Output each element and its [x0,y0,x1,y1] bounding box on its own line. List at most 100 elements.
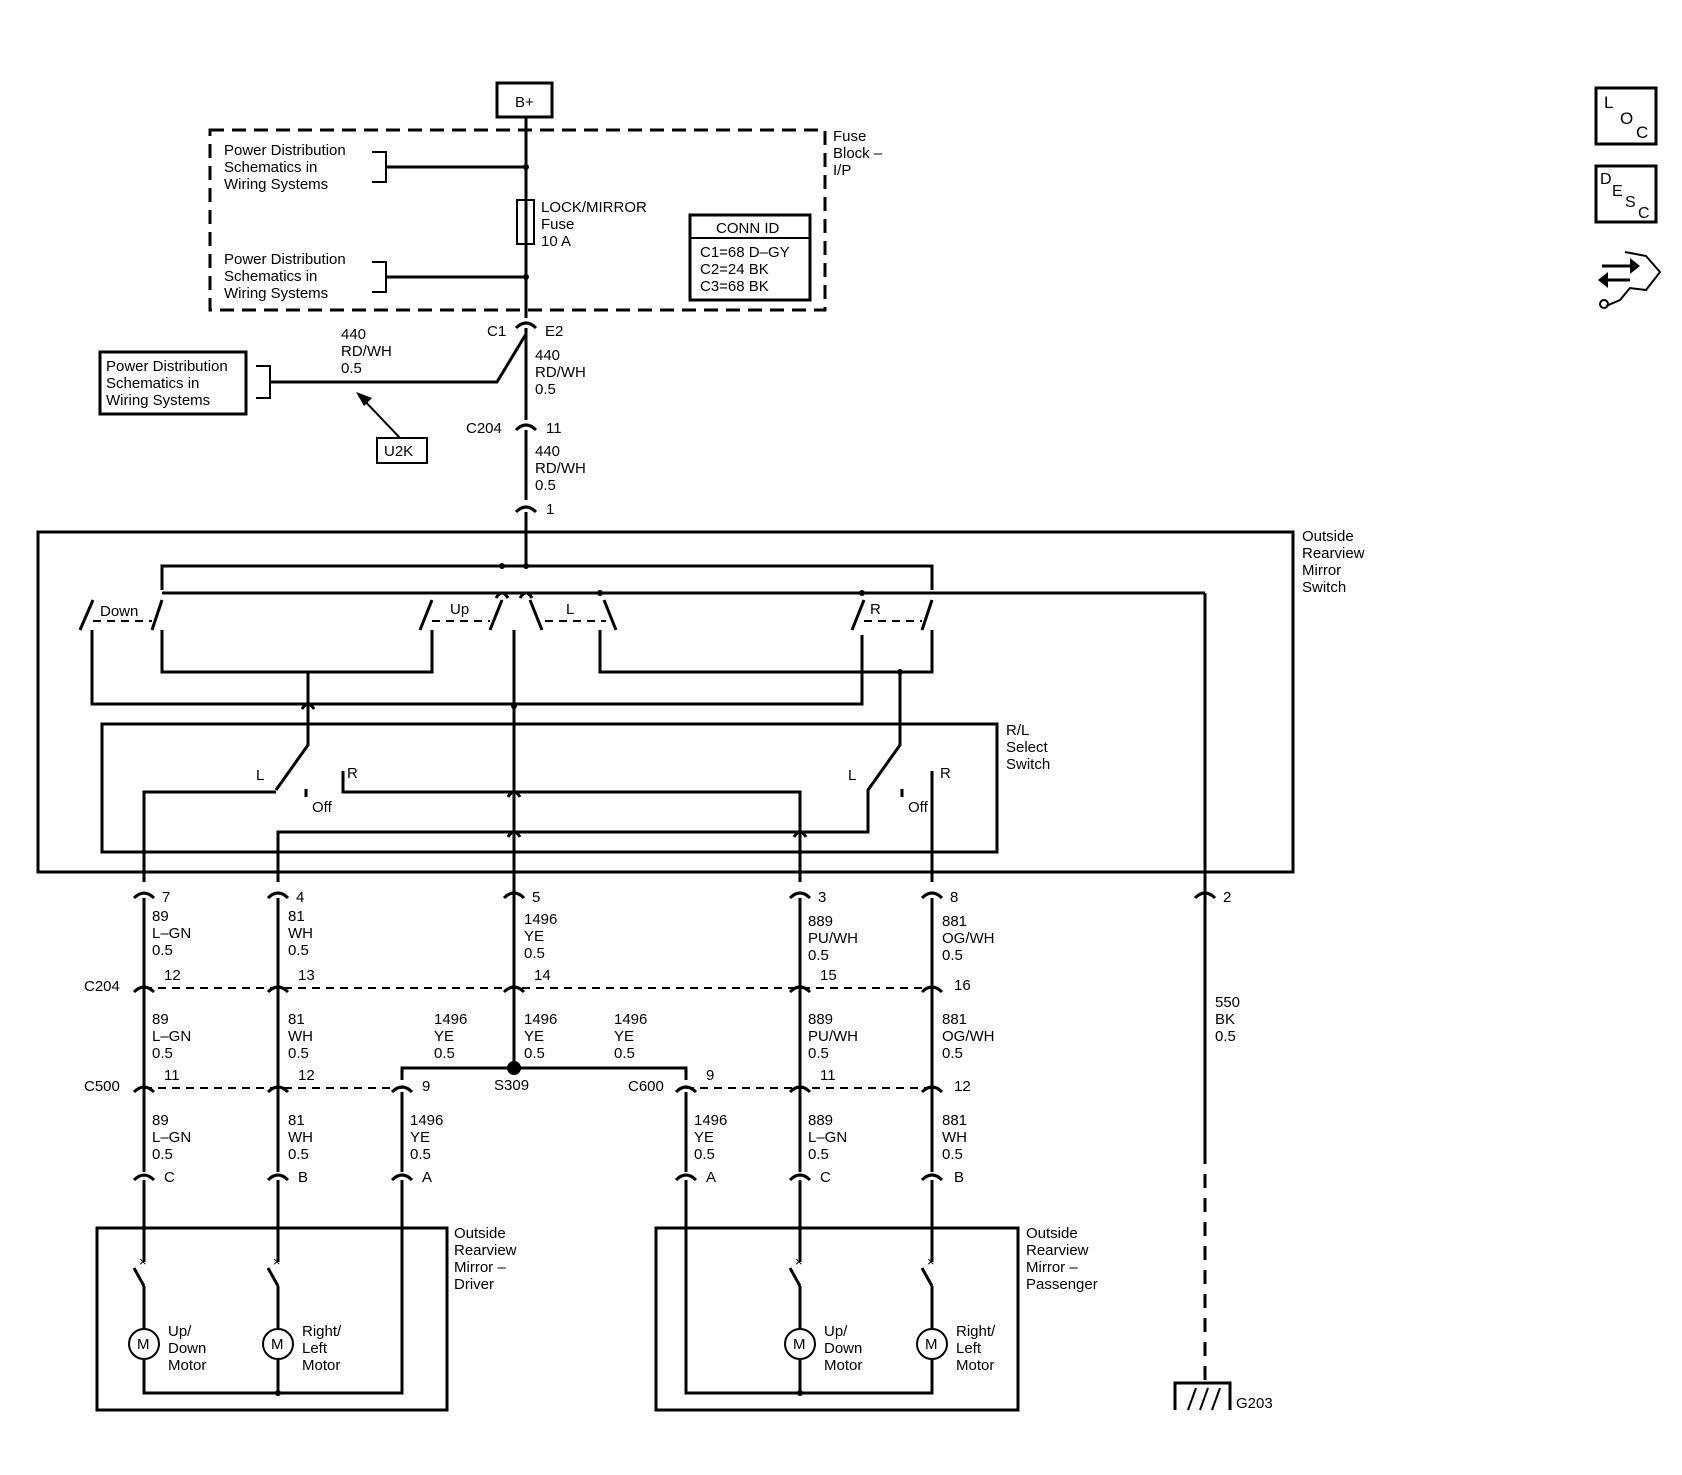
connector-switch-in [514,505,538,514]
svg-text:440: 440 [535,443,560,460]
driver-mirror-box [95,1226,449,1412]
svg-text:Mirror –: Mirror – [1026,1259,1078,1276]
svg-text:C204: C204 [84,978,120,995]
svg-text:L–GN: L–GN [808,1129,847,1146]
svg-text:881: 881 [942,1011,967,1028]
svg-text:Motor: Motor [168,1357,206,1374]
passenger-mirror-title: Outside Rearview Mirror – Passenger [1026,1225,1098,1293]
arrows-wrench-icon[interactable] [1598,251,1662,309]
svg-text:1496: 1496 [524,911,557,928]
svg-text:B: B [298,1169,308,1186]
svg-text:R: R [940,765,951,782]
svg-text:10 A: 10 A [541,233,571,250]
svg-text:0.5: 0.5 [524,1045,545,1062]
svg-text:WH: WH [942,1129,967,1146]
svg-text:RD/WH: RD/WH [535,364,586,381]
svg-text:Down: Down [168,1340,206,1357]
mirror-switch-title: Outside Rearview Mirror Switch [1302,528,1365,596]
svg-text:YE: YE [694,1129,714,1146]
svg-text:889: 889 [808,1112,833,1129]
svg-text:×: × [273,1254,281,1269]
svg-text:1496: 1496 [410,1112,443,1129]
svg-text:Motor: Motor [824,1357,862,1374]
svg-text:Power Distribution: Power Distribution [106,358,228,375]
wire-440-branch [270,333,528,384]
svg-text:L: L [256,767,264,784]
svg-text:S309: S309 [494,1077,529,1094]
svg-text:Right/: Right/ [302,1323,342,1340]
svg-text:0.5: 0.5 [524,945,545,962]
svg-text:0.5: 0.5 [942,947,963,964]
svg-text:0.5: 0.5 [808,1045,829,1062]
svg-text:Select: Select [1006,739,1049,756]
svg-text:B: B [954,1169,964,1186]
svg-text:Switch: Switch [1302,579,1346,596]
svg-text:×: × [795,1254,803,1269]
svg-text:12: 12 [954,1078,971,1095]
svg-text:D: D [1600,171,1612,188]
fuse-label: LOCK/MIRROR Fuse 10 A [541,199,647,250]
svg-text:O: O [1620,109,1633,128]
svg-text:I/P: I/P [833,162,851,179]
svg-text:WH: WH [288,1028,313,1045]
svg-text:C: C [1636,123,1648,142]
svg-text:440: 440 [341,326,366,343]
wire-440-a: 440 RD/WH 0.5 [341,326,392,377]
svg-text:Left: Left [302,1340,328,1357]
svg-text:11: 11 [546,420,562,437]
ground-symbol-g203 [1173,1381,1232,1411]
switch-pins: 7 4 5 3 8 2 [132,889,1231,906]
svg-text:9: 9 [706,1067,714,1084]
svg-text:C1=68 D–GY: C1=68 D–GY [700,244,790,261]
arrowhead [356,392,372,406]
svg-text:Outside: Outside [454,1225,506,1242]
svg-text:Fuse: Fuse [541,216,574,233]
svg-text:0.5: 0.5 [535,381,556,398]
svg-text:Rearview: Rearview [454,1242,517,1259]
svg-text:Power Distribution: Power Distribution [224,251,346,268]
svg-text:R: R [347,765,358,782]
svg-text:8: 8 [950,889,958,906]
svg-text:Wiring Systems: Wiring Systems [224,176,328,193]
g203-label: G203 [1236,1395,1273,1412]
svg-text:0.5: 0.5 [152,1045,173,1062]
c1-label: C1 [487,323,506,340]
desc-icon[interactable]: D E S C [1594,164,1658,224]
svg-text:C: C [164,1169,175,1186]
svg-text:Driver: Driver [454,1276,494,1293]
fuse-block-label: Fuse Block – I/P [833,128,883,179]
svg-text:OG/WH: OG/WH [942,930,995,947]
bracket [256,365,271,399]
svg-text:889: 889 [808,913,833,930]
svg-text:Mirror –: Mirror – [454,1259,506,1276]
svg-text:Down: Down [824,1340,862,1357]
svg-text:0.5: 0.5 [152,942,173,959]
svg-text:0.5: 0.5 [434,1045,455,1062]
conn-id-box [688,213,812,302]
svg-text:C: C [820,1169,831,1186]
svg-text:C600: C600 [628,1078,664,1095]
svg-text:S: S [1625,194,1636,211]
loc-icon[interactable]: L O C [1594,86,1658,146]
power-dist-ref-3: Power Distribution Schematics in Wiring … [106,358,228,409]
svg-text:L–GN: L–GN [152,1129,191,1146]
svg-text:81: 81 [288,1112,305,1129]
svg-text:12: 12 [298,1067,315,1084]
s309-splice [507,1061,521,1075]
svg-text:Passenger: Passenger [1026,1276,1098,1293]
svg-text:Motor: Motor [956,1357,994,1374]
svg-text:889: 889 [808,1011,833,1028]
svg-text:14: 14 [534,967,551,984]
svg-text:Block –: Block – [833,145,883,162]
svg-text:YE: YE [524,928,544,945]
svg-text:Schematics in: Schematics in [224,268,317,285]
power-dist-ref-2: Power Distribution Schematics in Wiring … [224,251,346,302]
svg-text:Left: Left [956,1340,982,1357]
svg-text:Wiring Systems: Wiring Systems [106,392,210,409]
svg-text:89: 89 [152,908,169,925]
svg-text:L–GN: L–GN [152,925,191,942]
